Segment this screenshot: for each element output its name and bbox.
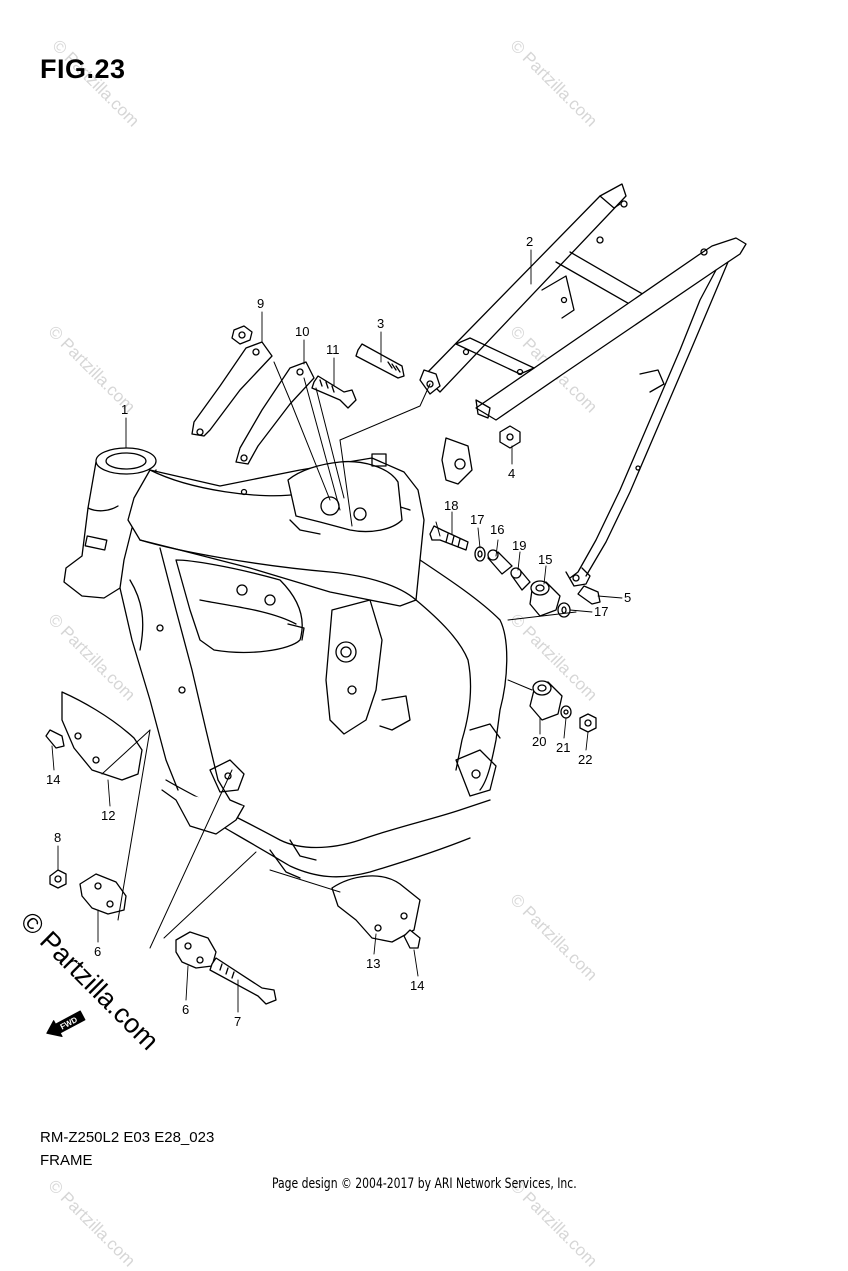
callout-2: 2 bbox=[526, 234, 533, 249]
fwd-arrow-icon: FWD bbox=[46, 1010, 86, 1037]
callout-9: 9 bbox=[257, 296, 264, 311]
callout-20: 20 bbox=[532, 734, 546, 749]
rear-subframe-part-2 bbox=[419, 183, 747, 587]
engine-bracket-part-6-lower bbox=[175, 931, 217, 969]
bolt-part-14-left bbox=[45, 729, 65, 749]
washer-part-17-upper bbox=[474, 546, 486, 562]
engine-bracket-part-10 bbox=[235, 361, 315, 465]
callout-17-upper: 17 bbox=[470, 512, 484, 527]
engine-bracket-part-6-upper bbox=[79, 873, 127, 915]
nut-part-4 bbox=[499, 425, 521, 449]
frame-exploded-diagram: 1 2 3 4 5 6 6 7 8 9 10 11 12 13 14 14 15… bbox=[45, 183, 747, 1037]
callout-12: 12 bbox=[101, 808, 115, 823]
callout-numbers: 1 2 3 4 5 6 6 7 8 9 10 11 12 13 14 14 15… bbox=[46, 234, 631, 1029]
callout-19: 19 bbox=[512, 538, 526, 553]
callout-17-lower: 17 bbox=[594, 604, 608, 619]
engine-bracket-part-9 bbox=[191, 341, 273, 437]
bolt-part-3 bbox=[355, 343, 405, 379]
bolt-part-14-right bbox=[403, 929, 421, 949]
page-credit: Page design © 2004-2017 by ARI Network S… bbox=[272, 1176, 577, 1192]
callout-10: 10 bbox=[295, 324, 309, 339]
bolt-part-5 bbox=[577, 585, 601, 605]
model-code: RM-Z250L2 E03 E28_023 bbox=[40, 1129, 215, 1146]
nut-near-9 bbox=[231, 325, 253, 345]
bolt-part-18 bbox=[429, 525, 469, 551]
washer-part-17-lower bbox=[557, 602, 571, 618]
callout-6-lower: 6 bbox=[182, 1002, 189, 1017]
callout-1: 1 bbox=[121, 402, 128, 417]
figure-title: FIG.23 bbox=[40, 54, 126, 84]
frame-guard-part-13 bbox=[331, 875, 421, 943]
main-frame-part-1 bbox=[63, 447, 508, 879]
callout-18: 18 bbox=[444, 498, 458, 513]
callout-3: 3 bbox=[377, 316, 384, 331]
callout-14-left: 14 bbox=[46, 772, 60, 787]
collar-part-19 bbox=[510, 567, 531, 591]
callout-15: 15 bbox=[538, 552, 552, 567]
leader-lines bbox=[51, 249, 623, 1013]
callout-5: 5 bbox=[624, 590, 631, 605]
bolt-part-7 bbox=[209, 957, 277, 1005]
callout-14-right: 14 bbox=[410, 978, 424, 993]
nut-part-8 bbox=[49, 869, 67, 889]
callout-21: 21 bbox=[556, 740, 570, 755]
callout-11: 11 bbox=[326, 342, 340, 357]
nut-part-22 bbox=[579, 713, 597, 733]
frame-guard-part-12 bbox=[61, 691, 143, 781]
bolt-part-11 bbox=[311, 375, 357, 409]
callout-8: 8 bbox=[54, 830, 61, 845]
callout-7: 7 bbox=[234, 1014, 241, 1029]
callout-16: 16 bbox=[490, 522, 504, 537]
section-name: FRAME bbox=[40, 1152, 93, 1169]
callout-13: 13 bbox=[366, 956, 380, 971]
collar-part-16 bbox=[487, 549, 513, 575]
callout-6-upper: 6 bbox=[94, 944, 101, 959]
callout-22: 22 bbox=[578, 752, 592, 767]
bushing-part-15 bbox=[529, 580, 561, 617]
bushing-part-20 bbox=[529, 680, 563, 721]
assembly-lines bbox=[101, 361, 577, 949]
washer-part-21 bbox=[560, 705, 572, 719]
callout-4: 4 bbox=[508, 466, 515, 481]
